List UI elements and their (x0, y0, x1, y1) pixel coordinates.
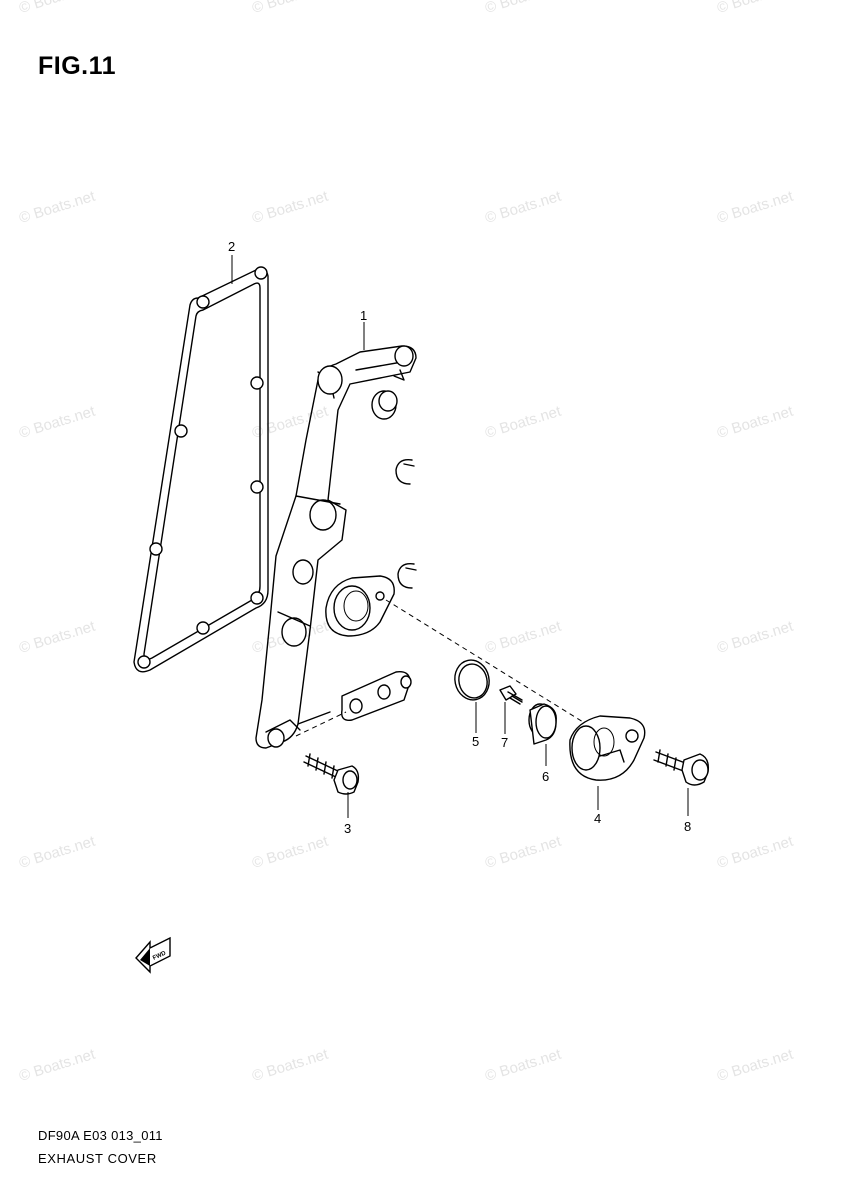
bolt-part-3[interactable] (303, 753, 360, 795)
collar-part-6[interactable] (528, 703, 557, 745)
o-ring-part-5[interactable] (451, 657, 493, 703)
figure-title: FIG.11 (38, 52, 117, 80)
gasket-part-2[interactable] (133, 266, 269, 673)
fwd-arrow-icon (135, 936, 171, 974)
callout-6: 6 (542, 769, 550, 784)
bolt-part-8[interactable] (653, 749, 710, 786)
clip[interactable] (395, 459, 415, 485)
exhaust-cover-part-1[interactable] (255, 345, 417, 749)
clip[interactable] (397, 563, 417, 589)
flange-plate[interactable] (325, 575, 395, 637)
assembly-line (385, 599, 597, 731)
callout-1: 1 (360, 308, 368, 323)
callout-7: 7 (501, 735, 509, 750)
leader-lines (231, 255, 689, 818)
figure-name: EXHAUST COVER (38, 1151, 157, 1166)
callout-5: 5 (472, 734, 480, 749)
callout-8: 8 (684, 819, 692, 834)
bushing[interactable] (371, 390, 398, 420)
cover-part-4[interactable] (569, 715, 646, 781)
callout-4: 4 (594, 811, 602, 826)
figure-code: DF90A E03 013_011 (38, 1128, 163, 1143)
assembly-line (295, 711, 347, 737)
callout-3: 3 (344, 821, 352, 836)
fwd-label: FWD (152, 950, 168, 961)
callout-2: 2 (228, 239, 236, 254)
lower-bracket[interactable] (341, 671, 412, 721)
bolt-part-7[interactable] (499, 685, 523, 705)
